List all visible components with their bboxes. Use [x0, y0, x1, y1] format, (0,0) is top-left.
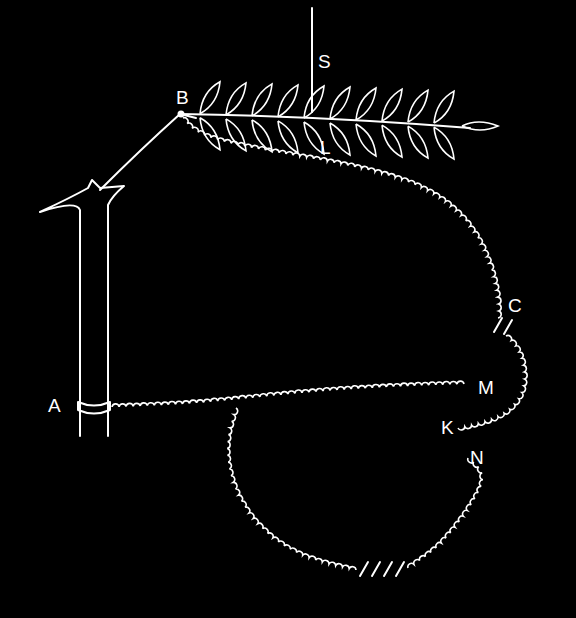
leaflet: [434, 91, 454, 123]
coiled-wire: [112, 381, 464, 407]
rachis: [180, 114, 470, 128]
leaflet: [408, 90, 428, 122]
leaflet: [356, 88, 376, 120]
battery: [360, 562, 404, 576]
electrode-b: [179, 112, 184, 117]
leaflet: [382, 89, 402, 121]
leaflet: [226, 119, 246, 151]
leaflet: [434, 127, 454, 159]
part-label: B: [176, 88, 189, 107]
part-label: C: [508, 296, 522, 315]
leaflet: [304, 86, 324, 118]
leaflet: [382, 125, 402, 157]
part-label: A: [48, 396, 61, 415]
leaflet: [226, 83, 246, 115]
petiole: [100, 114, 196, 190]
coiled-wire: [183, 118, 501, 318]
part-label: S: [318, 52, 331, 71]
part-label: N: [470, 448, 484, 467]
leaflet: [330, 123, 350, 155]
leaflet: [200, 118, 220, 150]
coiled-wire: [458, 335, 527, 430]
coiled-wire: [227, 408, 356, 570]
leaflet: [278, 85, 298, 117]
leaflet: [462, 122, 498, 130]
attachment-a: [78, 402, 110, 414]
leaflet: [330, 87, 350, 119]
part-label: L: [320, 138, 331, 157]
leaflet: [408, 126, 428, 158]
stem: [40, 180, 124, 436]
leaflet: [278, 121, 298, 153]
leaflet: [252, 84, 272, 116]
leaflet: [200, 82, 220, 114]
part-label: M: [478, 378, 494, 397]
leaflet: [356, 124, 376, 156]
key-gap-c: [494, 318, 512, 334]
part-label: K: [441, 418, 454, 437]
coiled-wire: [408, 458, 483, 568]
